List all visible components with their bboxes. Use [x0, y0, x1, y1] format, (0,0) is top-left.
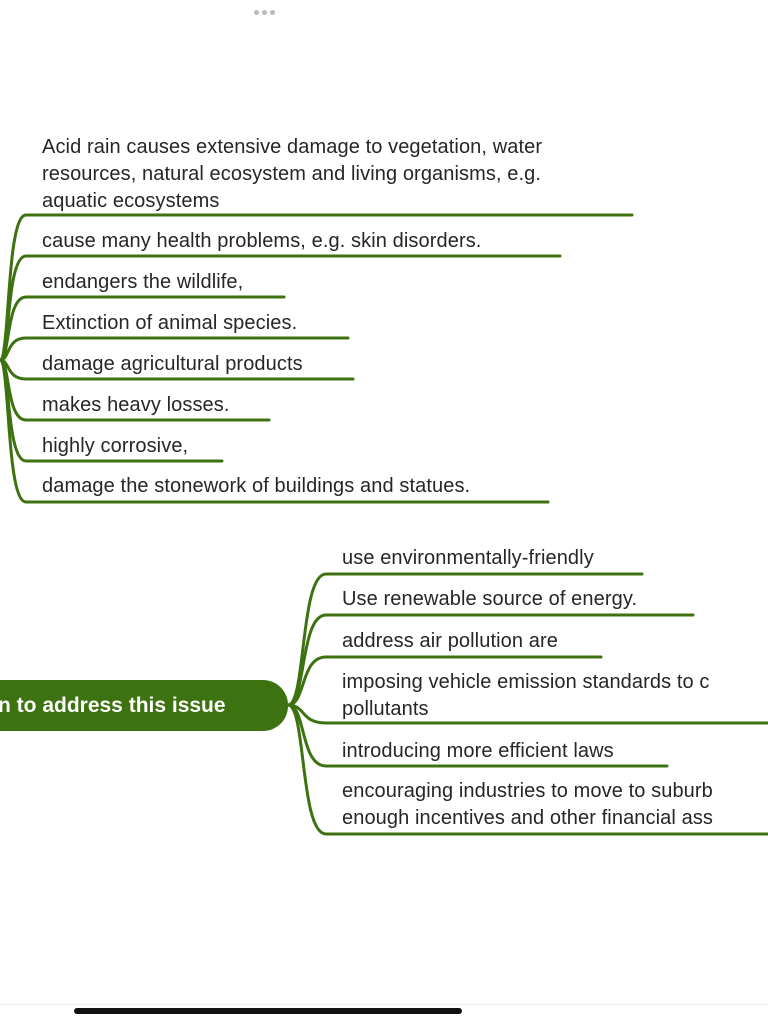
effect-node[interactable]: damage agricultural products [42, 353, 303, 375]
solution-node[interactable]: Use renewable source of energy. [342, 588, 638, 610]
effect-node[interactable]: damage the stonework of buildings and st… [42, 475, 471, 497]
effect-node[interactable]: makes heavy losses. [42, 394, 230, 416]
more-options-icon[interactable] [254, 10, 275, 15]
solution-node[interactable]: imposing vehicle emission standards to c… [342, 671, 710, 720]
effect-node[interactable]: highly corrosive, [42, 435, 189, 457]
dot [270, 10, 275, 15]
effect-node[interactable]: endangers the wildlife, [42, 271, 244, 293]
solution-topic-node[interactable]: n to address this issue [0, 680, 288, 731]
effect-node[interactable]: Extinction of animal species. [42, 312, 298, 334]
solution-node[interactable]: use environmentally-friendly [342, 547, 594, 569]
solution-node[interactable]: introducing more efficient laws [342, 740, 614, 762]
solution-node[interactable]: address air pollution are [342, 630, 558, 652]
dot [262, 10, 267, 15]
effect-node[interactable]: cause many health problems, e.g. skin di… [42, 230, 482, 252]
effect-node[interactable]: Acid rain causes extensive damage to veg… [42, 136, 543, 212]
divider [0, 1004, 768, 1005]
home-indicator[interactable] [74, 1008, 462, 1014]
dot [254, 10, 259, 15]
solution-node[interactable]: encouraging industries to move to suburb… [342, 780, 714, 829]
